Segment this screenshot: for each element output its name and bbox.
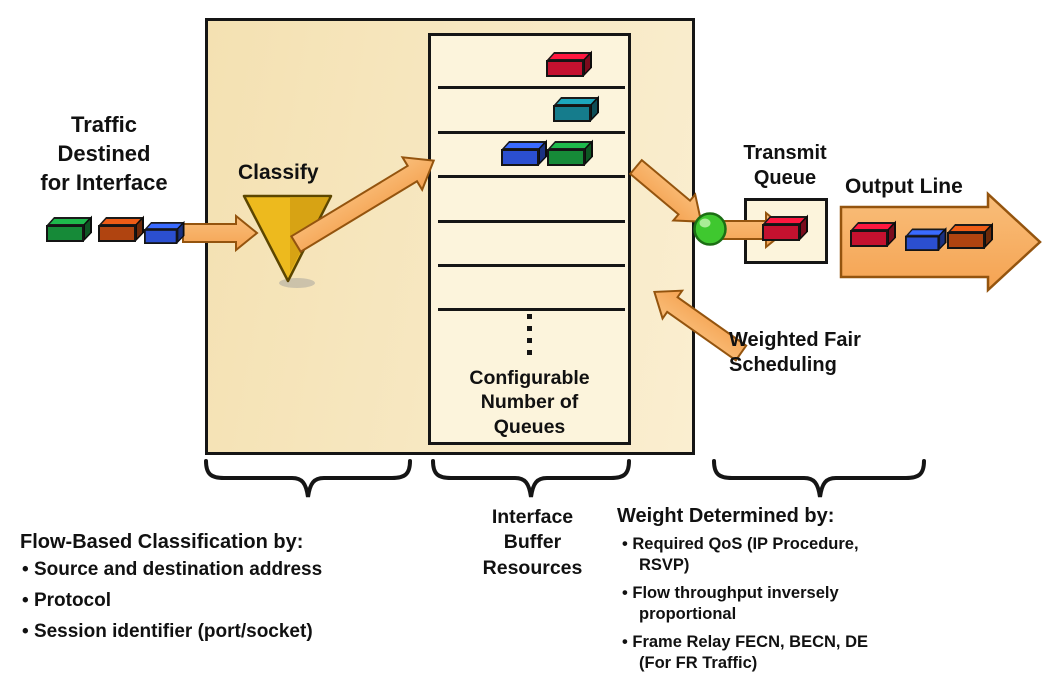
weight-heading: Weight Determined by:: [617, 505, 835, 527]
queue-packet-blue: [501, 139, 548, 166]
transmit-queue-label: Transmit Queue: [743, 142, 827, 189]
queue-ellipsis-dots: [527, 314, 532, 355]
classification-bullet: Session identifier (port/socket): [22, 621, 322, 643]
output-line-label: Output Line: [845, 175, 963, 198]
weight-bullet: Required QoS (IP Procedure, RSVP): [622, 534, 902, 577]
queue-separator-line: [438, 308, 625, 311]
interface-buffer-label: Interface Buffer Resources: [482, 506, 583, 579]
queue-packet-green: [547, 139, 594, 166]
transmit-packet-red: [762, 214, 809, 241]
configurable-queues-label: Configurable Number of Queues: [469, 367, 590, 438]
scheduler-node-highlight: [699, 218, 711, 228]
traffic-packet-green: [46, 215, 93, 242]
brace-classification: [204, 459, 412, 498]
classify-label: Classify: [238, 161, 319, 184]
weight-bullet: Flow throughput inversely proportional: [622, 583, 902, 626]
queue-packet-teal: [553, 95, 600, 122]
classification-bullet-list: Source and destination address Protocol …: [22, 559, 322, 652]
queue-separator-line: [438, 86, 625, 89]
output-packet-blue: [905, 227, 947, 251]
brace-weight: [712, 459, 926, 498]
classification-heading: Flow-Based Classification by:: [20, 531, 304, 553]
output-packet-red: [850, 220, 897, 247]
traffic-packet-blue: [144, 220, 185, 244]
queue-separator-line: [438, 131, 625, 134]
scheduler-node-icon: [693, 212, 727, 246]
brace-buffer: [431, 459, 631, 498]
weight-bullet: Frame Relay FECN, BECN, DE (For FR Traff…: [622, 632, 902, 675]
queue-separator-line: [438, 264, 625, 267]
weighted-fair-scheduling-label: Weighted Fair Scheduling: [729, 329, 861, 376]
weight-bullet-list: Required QoS (IP Procedure, RSVP) Flow t…: [622, 534, 902, 680]
queue-separator-line: [438, 175, 625, 178]
traffic-destined-label: Traffic Destined for Interface: [40, 112, 168, 196]
output-packet-brown: [947, 222, 994, 249]
classification-bullet: Protocol: [22, 590, 322, 612]
queue-separator-line: [438, 220, 625, 223]
traffic-packet-brown: [98, 215, 145, 242]
classification-bullet: Source and destination address: [22, 559, 322, 581]
queue-packet-red: [546, 50, 593, 77]
